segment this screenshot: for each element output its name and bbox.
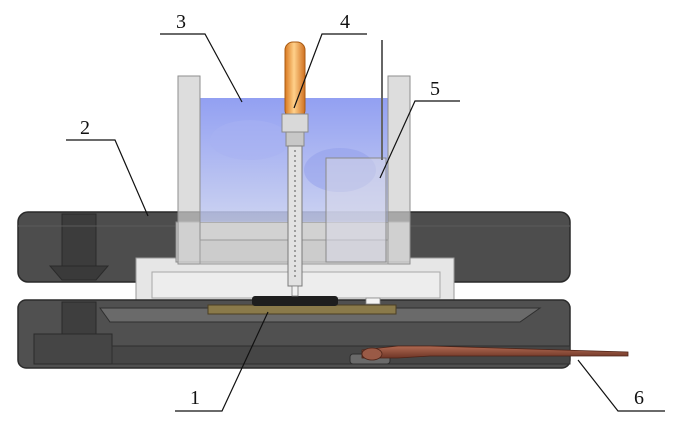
- label-1: 1: [190, 387, 200, 409]
- wire-lead: [361, 345, 629, 361]
- reference-electrode: [281, 41, 309, 297]
- label-3: 3: [176, 11, 186, 33]
- number-labels: 1 2 3 4 5 6: [80, 11, 644, 409]
- sample-assembly: [207, 296, 397, 315]
- label-4: 4: [340, 11, 350, 33]
- leader-3: [160, 33, 243, 103]
- label-6: 6: [634, 387, 644, 409]
- leader-lines: [66, 33, 665, 412]
- leader-6: [577, 359, 665, 412]
- leader-2: [66, 139, 149, 217]
- leader-1: [175, 311, 269, 412]
- leader-5: [379, 100, 460, 179]
- label-2: 2: [80, 117, 90, 139]
- label-5: 5: [430, 78, 440, 100]
- leader-4: [293, 33, 367, 109]
- counter-electrode: [325, 40, 387, 263]
